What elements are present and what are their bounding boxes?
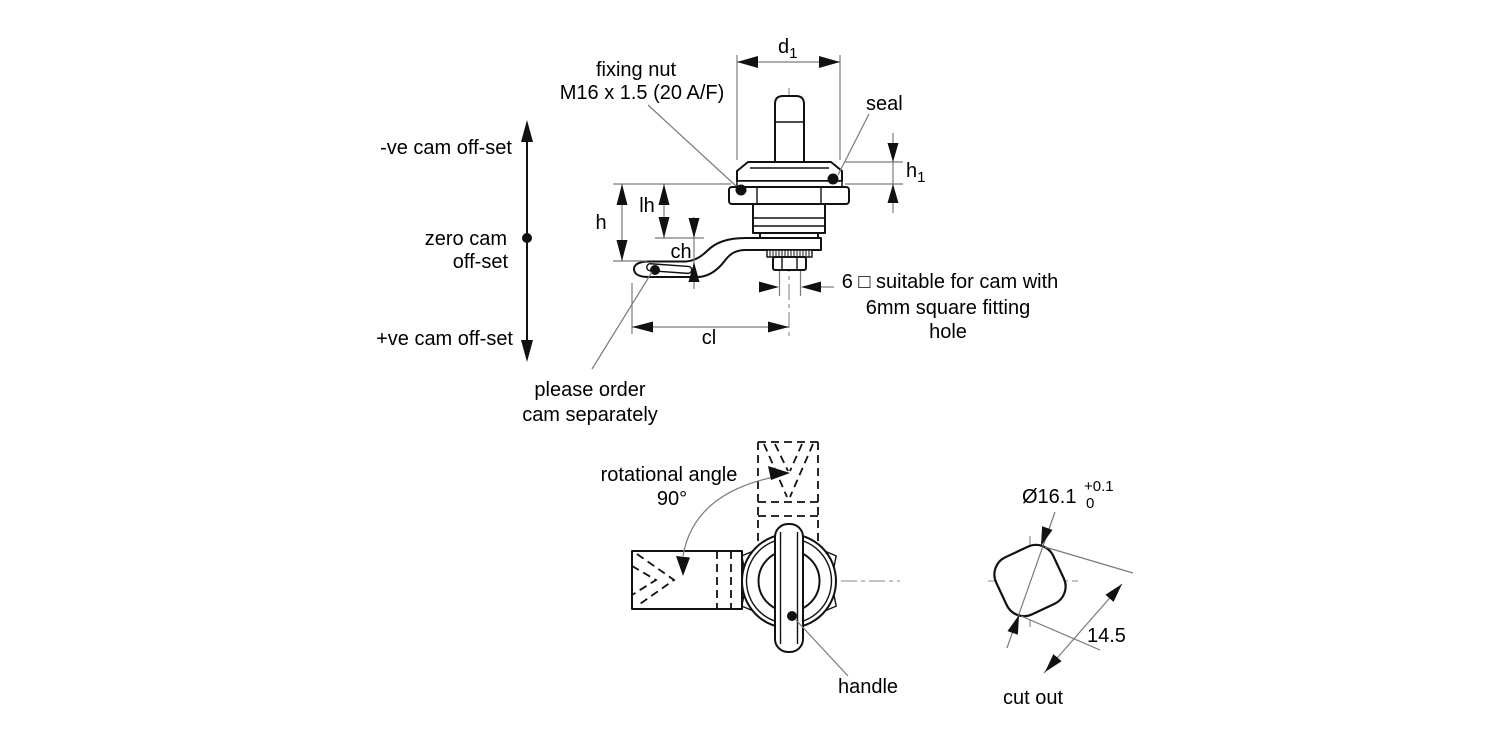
- arrow-up-icon: [887, 184, 899, 203]
- extension-line: [1044, 546, 1134, 574]
- square-note-line2: 6mm square fitting: [866, 297, 1031, 319]
- zero-offset-dot: [522, 233, 532, 243]
- arrow-right-icon: [768, 466, 790, 480]
- base-lug: [825, 550, 837, 568]
- leader-line: [591, 271, 653, 370]
- diameter-label: Ø16.1: [1022, 486, 1076, 508]
- dimension-h1: h1: [845, 133, 925, 213]
- dim-lh-label: lh: [639, 195, 655, 217]
- ghost-chevron: [789, 443, 814, 498]
- arrow-left-icon: [801, 281, 821, 293]
- fixing-nut-leader-dot: [735, 184, 747, 196]
- seal-label: seal: [866, 93, 903, 115]
- arrow-down-icon: [676, 556, 690, 576]
- spindle-nut: [772, 256, 807, 271]
- ghost-chevron: [789, 443, 803, 472]
- order-note-line1: please order: [534, 379, 646, 401]
- handle-tip-chevron: [631, 565, 658, 596]
- ghost-chevron: [774, 443, 789, 472]
- dim-h-label: h: [595, 212, 606, 234]
- leader-line: [795, 619, 849, 677]
- dimension-ch: ch: [670, 217, 700, 289]
- arrow-down-icon: [658, 217, 670, 238]
- arrow-left-icon: [737, 56, 758, 68]
- arrow-down-icon: [887, 143, 899, 162]
- serrated-washer: [766, 249, 813, 258]
- arrow-up-right-icon: [1007, 615, 1019, 635]
- wing-stem: [774, 95, 805, 164]
- leader-line: [837, 113, 870, 176]
- dimension-h: h: [595, 184, 628, 261]
- dimension-lh: lh: [639, 184, 670, 238]
- base-lug: [741, 594, 753, 612]
- square-note-line1: 6 □ suitable for cam with: [842, 271, 1059, 293]
- top-view: rotational angle 90° handle: [601, 441, 900, 698]
- cutout-view: Ø16.1 +0.1 0 14.5 cut out: [988, 478, 1134, 709]
- arrow-up-right-icon: [1105, 584, 1122, 602]
- arrow-down-icon: [688, 218, 700, 238]
- wing-knob-bar: [774, 523, 804, 653]
- rotation-label-line1: rotational angle: [601, 464, 738, 486]
- serration-ticks: [769, 250, 810, 257]
- negative-offset-label: -ve cam off-set: [380, 137, 512, 159]
- across-dimension-label: 14.5: [1087, 625, 1126, 647]
- arrow-up-icon: [688, 262, 700, 282]
- square-note-line3: hole: [929, 321, 967, 343]
- seal-leader-dot: [827, 173, 839, 185]
- fixing-nut-body: [728, 186, 850, 205]
- tolerance-upper-label: +0.1: [1084, 478, 1114, 495]
- dim-ch-label: ch: [670, 241, 691, 263]
- rotation-label-line2: 90°: [657, 488, 687, 510]
- rotation-arc: [682, 475, 780, 557]
- arrow-up-icon: [616, 184, 628, 205]
- arrow-down-icon: [521, 340, 533, 362]
- zero-offset-label-line1: zero cam: [425, 228, 507, 250]
- order-note-line2: cam separately: [522, 404, 658, 426]
- leader-line: [647, 104, 737, 187]
- arrow-up-icon: [521, 120, 533, 142]
- handle-tip-chevron: [636, 553, 676, 607]
- dimension-diameter: Ø16.1 +0.1 0: [1006, 478, 1114, 649]
- cutout-shape: [993, 543, 1067, 618]
- dim-h1-label: h1: [906, 160, 925, 186]
- handle-label: handle: [838, 676, 898, 698]
- base-lug: [741, 550, 753, 568]
- extension-line: [1020, 615, 1101, 651]
- dimension-across: 14.5: [1020, 546, 1134, 674]
- dim-d1-label: d1: [778, 36, 797, 62]
- arrow-right-icon: [759, 281, 779, 293]
- arrow-down-left-icon: [1041, 526, 1053, 546]
- positive-offset-label: +ve cam off-set: [376, 328, 513, 350]
- dimension-cl: cl: [631, 283, 789, 349]
- arrow-right-icon: [768, 321, 789, 333]
- arrow-right-icon: [819, 56, 840, 68]
- handle-leader-dot: [787, 611, 797, 621]
- zero-offset-label-line2: off-set: [453, 251, 509, 273]
- arrow-up-icon: [658, 184, 670, 205]
- cutout-caption: cut out: [1003, 687, 1063, 709]
- fixing-nut-label-line2: M16 x 1.5 (20 A/F): [560, 82, 725, 104]
- head-flange: [736, 161, 843, 182]
- offset-scale: -ve cam off-set zero cam off-set +ve cam…: [376, 120, 533, 362]
- fixing-nut-label-line1: fixing nut: [596, 59, 676, 81]
- cam-leader-dot: [650, 265, 660, 275]
- arrow-down-icon: [616, 240, 628, 261]
- dimension-square: [759, 271, 834, 296]
- dim-cl-label: cl: [702, 327, 716, 349]
- tolerance-lower-label: 0: [1086, 495, 1094, 512]
- arrow-left-icon: [632, 321, 653, 333]
- side-view: d1 h1 h lh: [522, 36, 1058, 426]
- base-lug: [825, 594, 837, 612]
- dimension-d1: d1: [736, 36, 841, 160]
- arrow-down-left-icon: [1045, 654, 1062, 672]
